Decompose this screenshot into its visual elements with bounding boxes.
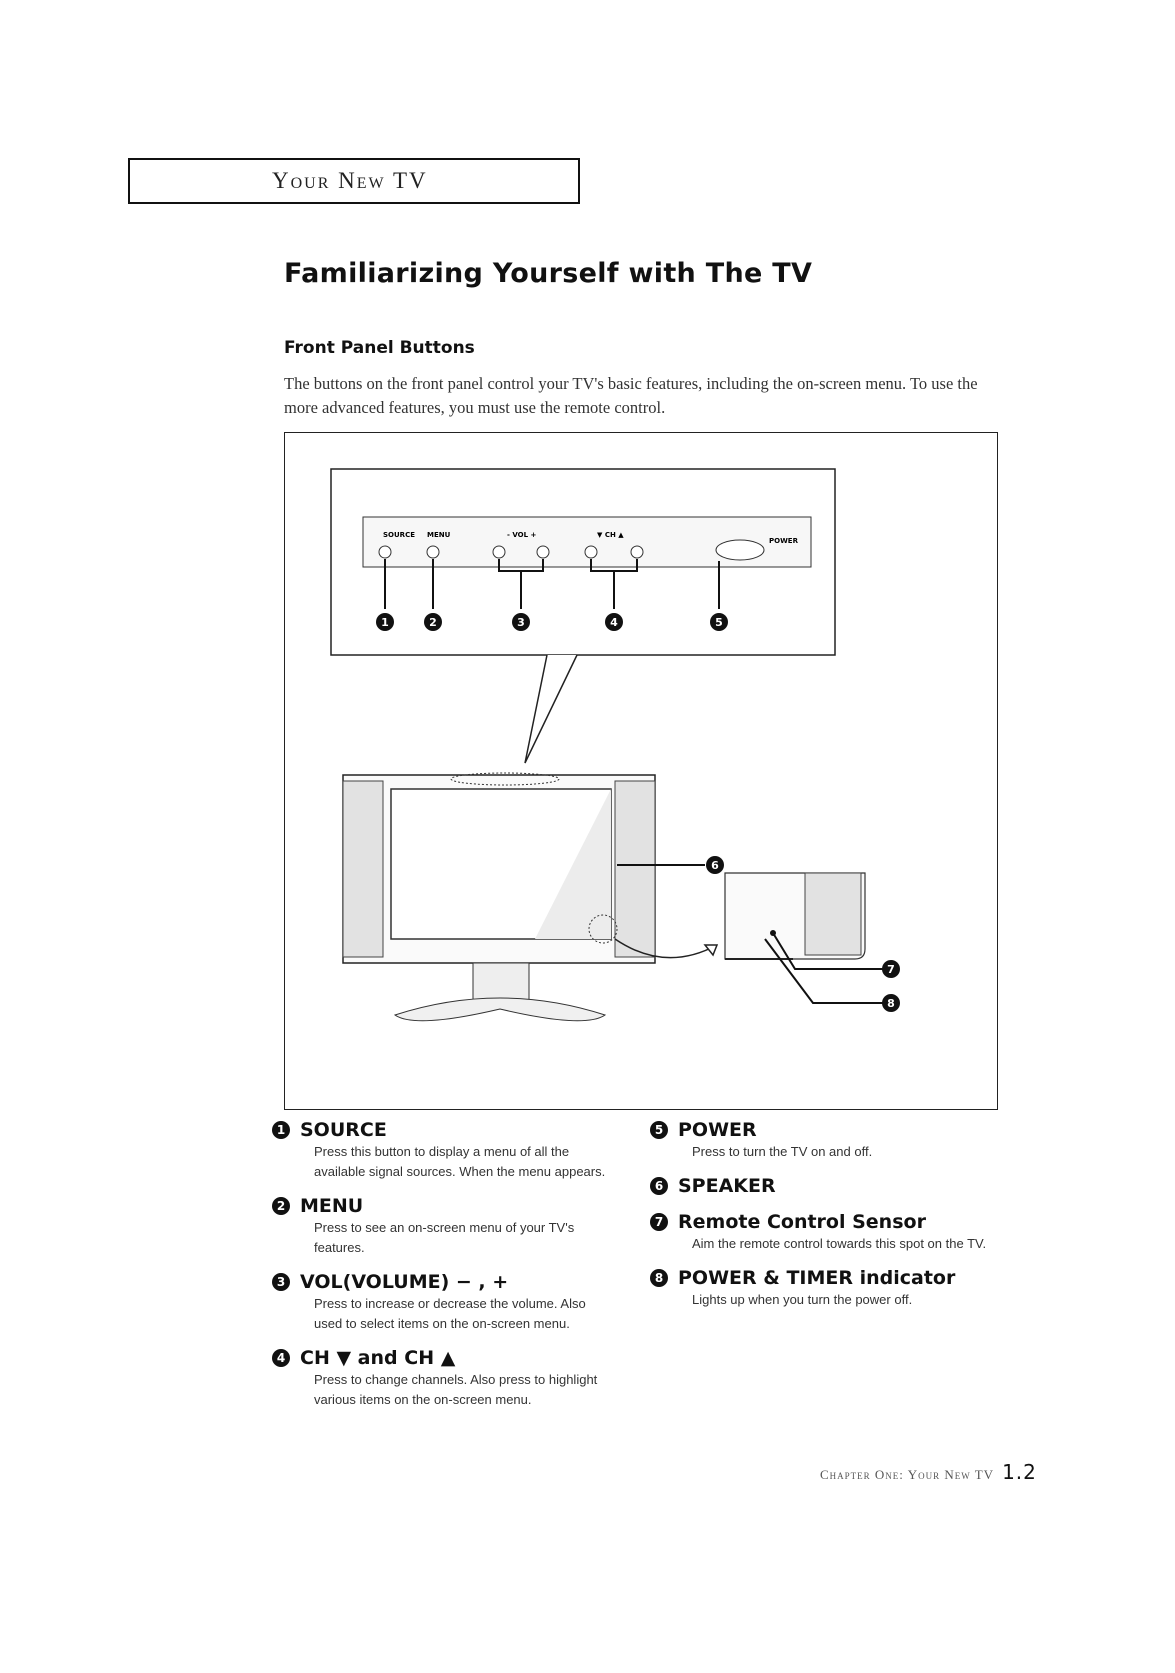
panel-label-source: SOURCE	[383, 531, 415, 539]
panel-highlight	[450, 772, 560, 786]
legend-desc-1: Press this button to display a menu of a…	[314, 1144, 606, 1179]
legend-item-4: 4 CH ▼ and CH ▲ Press to change channels.…	[272, 1346, 612, 1410]
legend-desc-7: Aim the remote control towards this spot…	[692, 1236, 987, 1251]
tv-base	[393, 997, 607, 1022]
legend-title-3: VOL(VOLUME) − , +	[300, 1271, 509, 1293]
panel-label-ch: ▼ CH ▲	[597, 531, 624, 539]
tv-neck	[472, 962, 530, 1004]
right-speaker	[614, 780, 656, 958]
legend-num-4: 4	[272, 1349, 290, 1367]
menu-button-shape	[426, 545, 440, 559]
screen-glare	[535, 789, 611, 939]
intro-text: The buttons on the front panel control y…	[284, 374, 978, 417]
callout-2: 2	[429, 616, 437, 629]
legend-title-2: MENU	[300, 1195, 364, 1217]
legend-title-8: POWER & TIMER indicator	[678, 1267, 956, 1289]
legend-item-5: 5 POWER Press to turn the TV on and off.	[650, 1118, 990, 1162]
legend-num-7: 7	[650, 1213, 668, 1231]
legend-num-6: 6	[650, 1177, 668, 1195]
chapter-title: Your New TV	[272, 168, 428, 193]
footer-chapter: Chapter One: Your New TV	[820, 1467, 995, 1482]
legend-num-3: 3	[272, 1273, 290, 1291]
legend-item-6: 6 SPEAKER	[650, 1174, 990, 1198]
legend-item-3: 3 VOL(VOLUME) − , + Press to increase or …	[272, 1270, 612, 1334]
panel-label-vol: - VOL +	[507, 531, 536, 539]
legend-item-8: 8 POWER & TIMER indicator Lights up when …	[650, 1266, 990, 1310]
legend-item-1: 1 SOURCE Press this button to display a m…	[272, 1118, 612, 1182]
tv-illustration: SOURCE MENU - VOL + ▼ CH ▲ POWER 1	[284, 432, 998, 1110]
legend-num-5: 5	[650, 1121, 668, 1139]
legend-title-4: CH ▼ and CH ▲	[300, 1347, 456, 1369]
legend-num-2: 2	[272, 1197, 290, 1215]
callout-6: 6	[711, 859, 719, 872]
legend-num-1: 1	[272, 1121, 290, 1139]
legend-desc-8: Lights up when you turn the power off.	[692, 1292, 913, 1307]
legend-title-7: Remote Control Sensor	[678, 1211, 926, 1233]
legend-title-1: SOURCE	[300, 1119, 387, 1141]
vol-up-button-shape	[536, 545, 550, 559]
legend-title-6: SPEAKER	[678, 1175, 776, 1197]
legend-desc-4: Press to change channels. Also press to …	[314, 1372, 598, 1407]
power-button-shape	[715, 539, 765, 561]
section-title: Front Panel Buttons	[284, 338, 475, 358]
chapter-header-box: Your New TV	[128, 158, 580, 204]
callout-7: 7	[887, 963, 895, 976]
legend-title-5: POWER	[678, 1119, 757, 1141]
panel-label-menu: MENU	[427, 531, 451, 539]
legend-desc-3: Press to increase or decrease the volume…	[314, 1296, 586, 1331]
vol-down-button-shape	[492, 545, 506, 559]
legend-left: 1 SOURCE Press this button to display a m…	[272, 1118, 612, 1422]
legend-num-8: 8	[650, 1269, 668, 1287]
page-footer: Chapter One: Your New TV 1.2	[820, 1460, 1037, 1484]
sensor-highlight	[588, 914, 618, 944]
legend-item-7: 7 Remote Control Sensor Aim the remote co…	[650, 1210, 990, 1254]
callout-1: 1	[381, 616, 389, 629]
callout-4: 4	[610, 616, 618, 629]
page-number: 1.2	[1002, 1460, 1037, 1484]
callout-8: 8	[887, 997, 895, 1010]
ch-up-button-shape	[630, 545, 644, 559]
callout-5: 5	[715, 616, 723, 629]
legend-item-2: 2 MENU Press to see an on-screen menu of …	[272, 1194, 612, 1258]
legend-desc-2: Press to see an on-screen menu of your T…	[314, 1220, 575, 1255]
panel-label-power: POWER	[769, 537, 799, 545]
left-speaker	[342, 780, 384, 958]
ch-down-button-shape	[584, 545, 598, 559]
legend-desc-5: Press to turn the TV on and off.	[692, 1144, 873, 1159]
source-button-shape	[378, 545, 392, 559]
callout-3: 3	[517, 616, 525, 629]
tv-diagram: SOURCE MENU - VOL + ▼ CH ▲ POWER 1	[330, 468, 900, 1022]
page-title: Familiarizing Yourself with The TV	[284, 258, 813, 289]
